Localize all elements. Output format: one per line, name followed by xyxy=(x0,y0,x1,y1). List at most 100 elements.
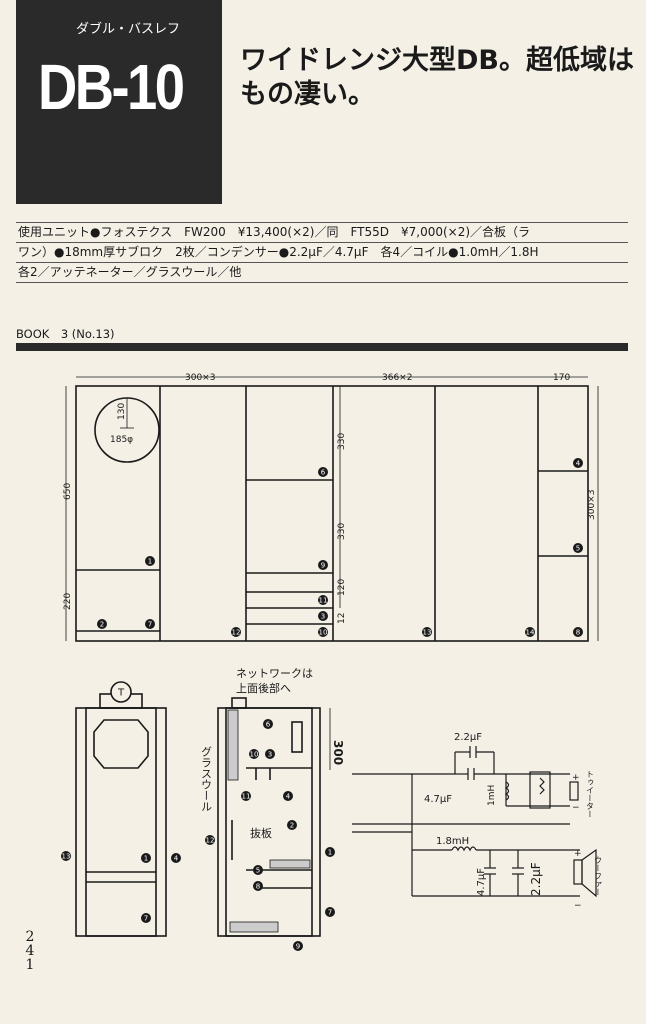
spec-row-1: 使用ユニット●フォステクス FW200 ¥13,400(×2)／同 FT55D … xyxy=(16,222,628,242)
glasswool-fill xyxy=(227,709,239,781)
part-marker xyxy=(249,749,259,759)
part-marker xyxy=(283,791,293,801)
cabinet-front-view xyxy=(75,681,167,937)
glasswool-fill xyxy=(269,859,311,869)
part-marker-label: 8 xyxy=(256,883,260,891)
cap-2-2uf-tweeter: 2.2μF xyxy=(454,732,482,743)
dim-330-top: 330 xyxy=(337,433,347,450)
tweeter-label: トゥイーター xyxy=(586,770,595,818)
part-marker xyxy=(318,595,328,605)
spec-table: 使用ユニット●フォステクス FW200 ¥13,400(×2)／同 FT55D … xyxy=(16,222,628,283)
model-name: DB-10 xyxy=(38,51,185,123)
speaker-octagon xyxy=(93,719,149,769)
glasswool-fill xyxy=(229,921,279,933)
dim-12: 12 xyxy=(337,613,347,624)
part-marker-label: 4 xyxy=(174,855,179,863)
coil-1-8mh: 1.8mH xyxy=(436,836,469,847)
page-number: 2 4 1 xyxy=(24,930,36,972)
dim-220: 220 xyxy=(63,593,73,610)
front-part-markers: 13 1 4 7 xyxy=(61,851,181,923)
spec-row-2: ワン）●18mm厚サブロク 2枚／コンデンサー●2.2μF／4.7μF 各4／コ… xyxy=(16,242,628,262)
book-label: BOOK 3 (No.13) xyxy=(16,327,115,341)
spec-row-3: 各2／アッテネーター／グラスウール／他 xyxy=(16,262,628,283)
dim-650: 650 xyxy=(63,483,73,500)
network-schematic xyxy=(352,746,597,898)
part-marker xyxy=(318,627,328,637)
part-marker-label: 1 xyxy=(328,849,332,857)
woofer-minus: − xyxy=(574,901,582,911)
part-marker-label: 12 xyxy=(232,629,241,637)
part-marker-label: 10 xyxy=(319,629,328,637)
part-marker xyxy=(253,881,263,891)
part-marker xyxy=(265,749,275,759)
dim-right-300x3: 300×3 xyxy=(587,490,597,520)
tweeter-plus: + xyxy=(572,773,580,783)
network-note-1: ネットワークは xyxy=(236,667,313,680)
part-marker xyxy=(263,719,273,729)
model-subtitle: ダブル・バスレフ xyxy=(76,22,181,37)
section-rule xyxy=(16,343,628,351)
title-block: ダブル・バスレフ DB-10 xyxy=(16,0,222,204)
part-marker xyxy=(422,627,432,637)
part-marker xyxy=(573,458,583,468)
tweeter-icon xyxy=(291,721,303,753)
part-marker xyxy=(325,847,335,857)
cap-4-7uf-woofer: 4.7μF xyxy=(476,868,487,896)
part-marker xyxy=(141,853,151,863)
part-markers: 1 2 7 12 6 9 11 3 10 13 14 4 5 8 xyxy=(97,458,583,637)
terminal-icon xyxy=(110,681,132,703)
part-marker-label: 5 xyxy=(576,545,580,553)
part-marker-label: 7 xyxy=(144,915,148,923)
headline: ワイドレンジ大型DB。超低域は もの凄い。 xyxy=(240,44,640,112)
plywood-sheet-outline xyxy=(75,385,589,642)
dim-330-mid: 330 xyxy=(337,523,347,540)
cabinet-diagrams: T 13 1 4 7 ネットワークは 上面後部へ 300 グラスウール 抜板 6… xyxy=(61,667,603,951)
part-marker xyxy=(145,556,155,566)
part-marker xyxy=(573,627,583,637)
part-marker-label: 5 xyxy=(256,867,260,875)
headline-line-1: ワイドレンジ大型DB。超低域は xyxy=(240,45,634,76)
dim-top-300x3: 300×3 xyxy=(185,373,215,383)
part-marker-label: 4 xyxy=(576,460,581,468)
part-marker xyxy=(318,467,328,477)
part-marker-label: 6 xyxy=(321,469,326,477)
part-marker xyxy=(145,619,155,629)
part-marker-label: 14 xyxy=(526,629,535,637)
part-marker xyxy=(293,941,303,951)
cutting-diagram: 300×3 366×2 170 300×3 650 220 330 330 12… xyxy=(63,373,599,642)
part-marker xyxy=(171,853,181,863)
part-marker-label: 3 xyxy=(268,751,272,759)
part-marker xyxy=(287,820,297,830)
part-marker xyxy=(97,619,107,629)
part-marker xyxy=(318,611,328,621)
baffle-cut-label: 抜板 xyxy=(250,826,272,840)
tweeter-minus: − xyxy=(572,803,580,813)
woofer-plus: + xyxy=(574,849,582,859)
part-marker-label: 8 xyxy=(576,629,580,637)
part-marker-label: 13 xyxy=(423,629,432,637)
part-marker xyxy=(241,791,251,801)
part-marker-label: 1 xyxy=(148,558,152,566)
part-marker xyxy=(205,835,215,845)
glasswool-label: グラスウール xyxy=(200,746,213,812)
part-marker-label: 7 xyxy=(328,909,332,917)
part-marker xyxy=(318,560,328,570)
part-marker-label: 9 xyxy=(321,562,325,570)
section-part-markers: 6 10 3 11 4 2 12 1 5 8 7 9 xyxy=(205,719,335,951)
cap-2-2uf-woofer: 2.2μF xyxy=(529,862,543,896)
part-marker-label: 6 xyxy=(266,721,271,729)
part-marker-label: 2 xyxy=(100,621,104,629)
part-marker xyxy=(525,627,535,637)
dim-185-phi: 185φ xyxy=(110,435,133,445)
part-marker xyxy=(253,865,263,875)
part-marker-label: 7 xyxy=(148,621,152,629)
part-marker-label: 11 xyxy=(319,597,328,605)
dim-130: 130 xyxy=(117,403,127,420)
page-digit: 1 xyxy=(25,957,35,973)
part-marker xyxy=(325,907,335,917)
woofer-label: ウーファー xyxy=(594,856,603,896)
part-marker-label: 2 xyxy=(290,822,294,830)
part-marker xyxy=(141,913,151,923)
part-marker-label: 9 xyxy=(296,943,300,951)
woofer-symbol xyxy=(581,848,597,898)
